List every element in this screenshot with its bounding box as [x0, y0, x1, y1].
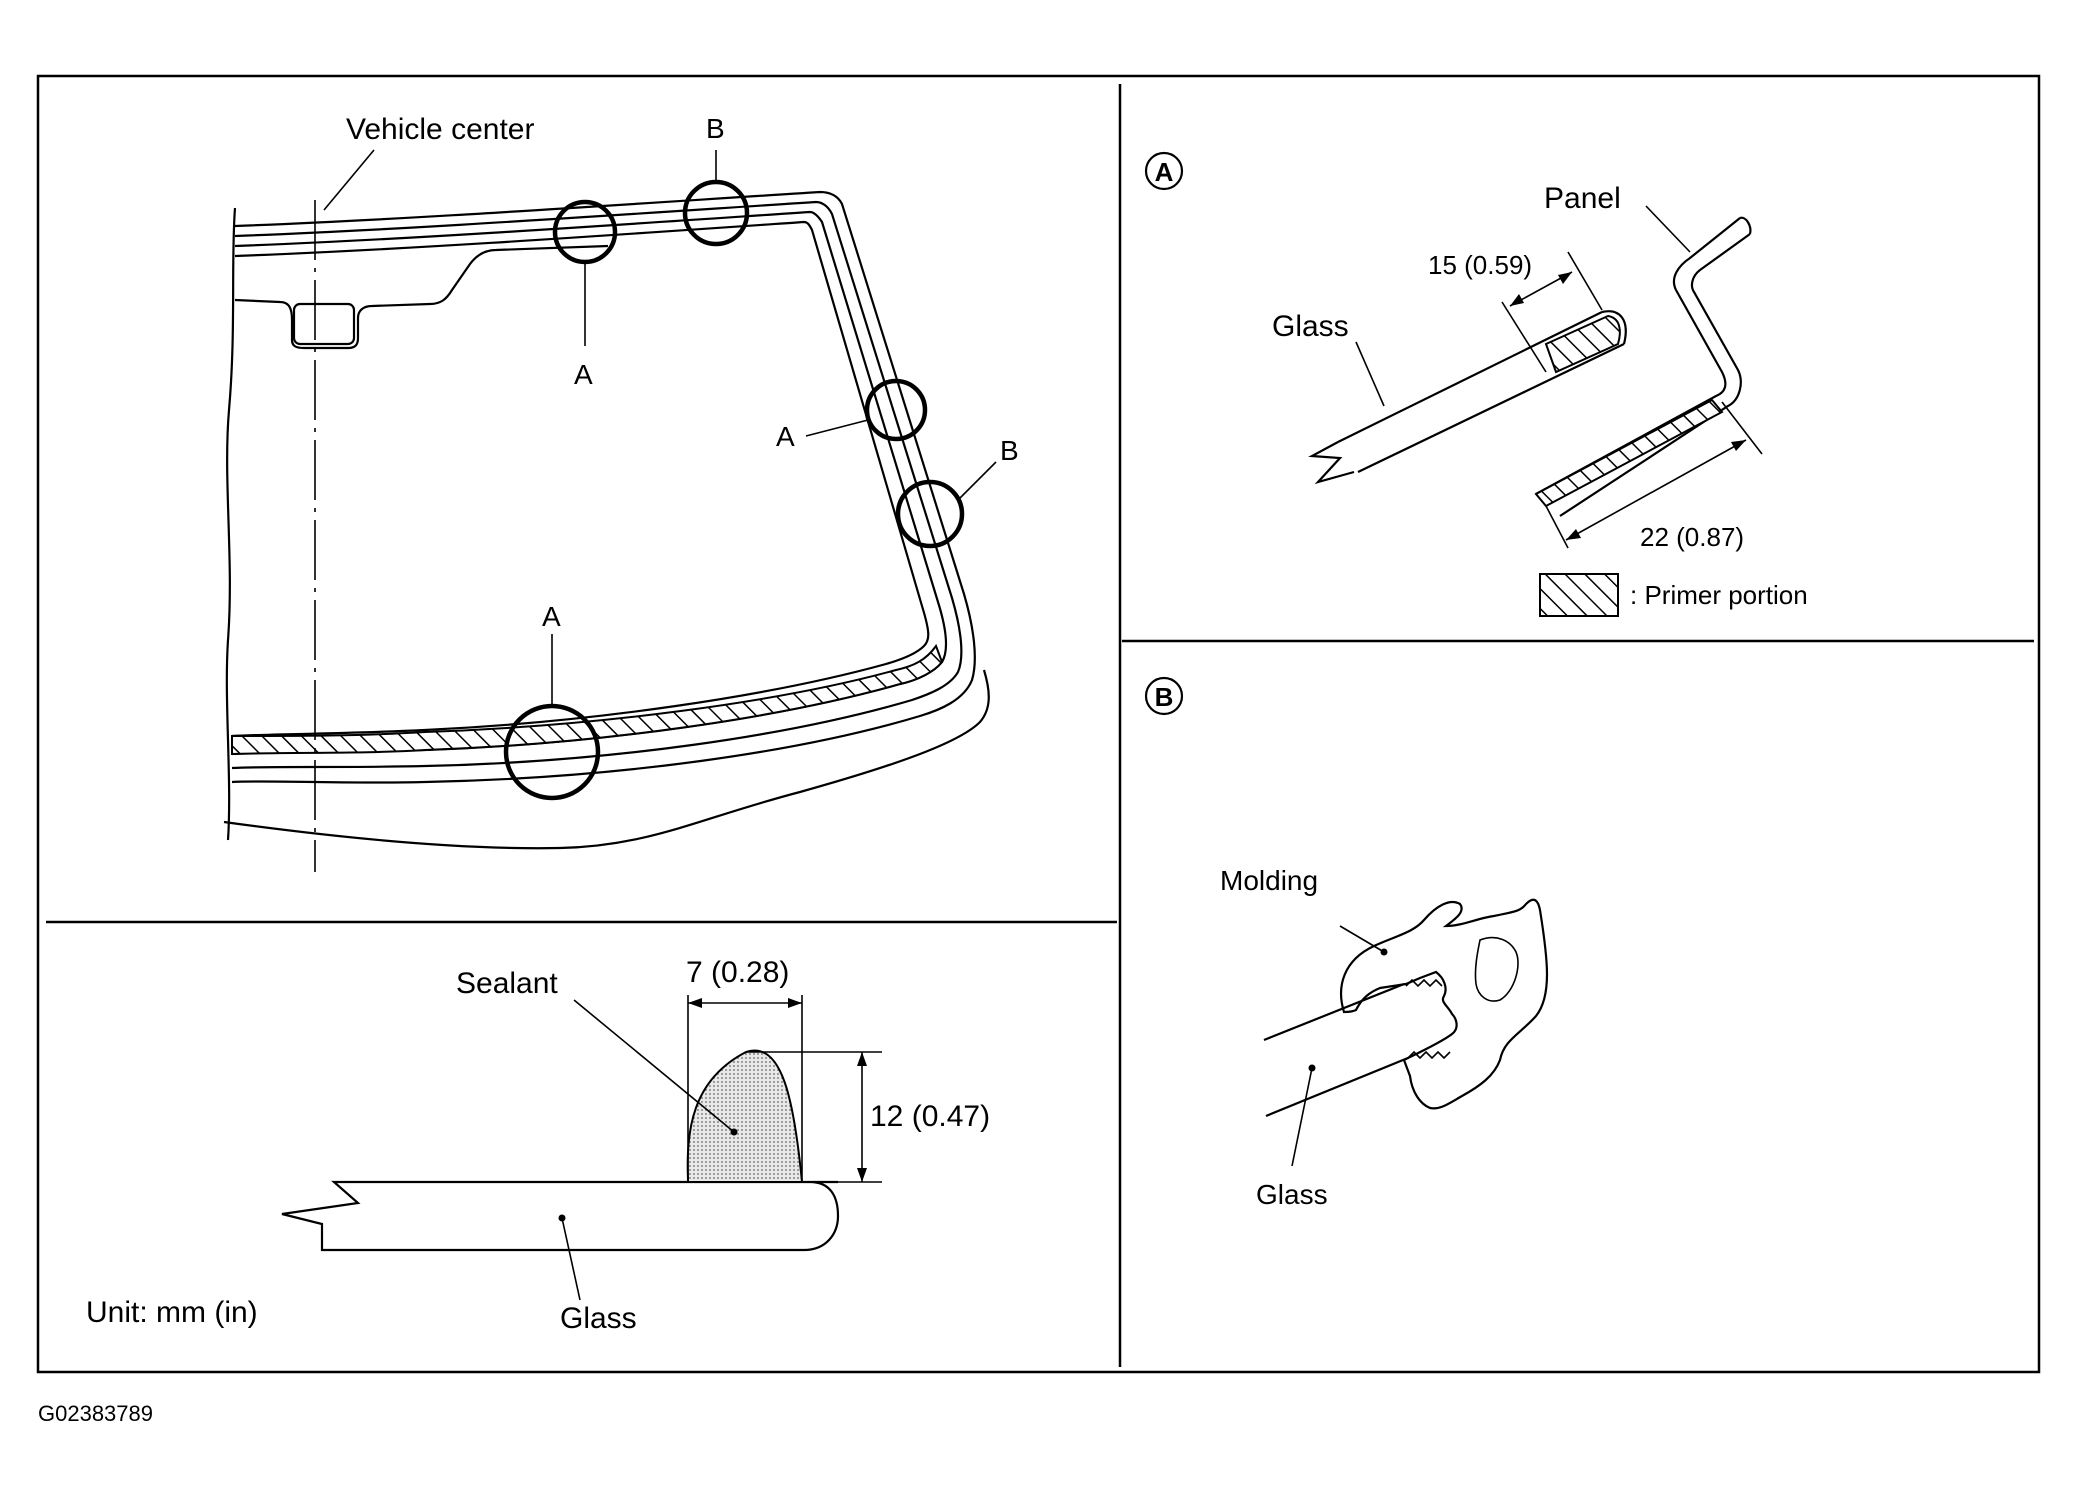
- sealant-section: [281, 995, 882, 1301]
- windshield-outline: [223, 190, 990, 872]
- detail-b-ring-top: [682, 179, 750, 247]
- sealant-glass-label: Glass: [560, 1302, 637, 1335]
- sealant-bead: [686, 1049, 804, 1183]
- detail-a-badge: [1144, 151, 1184, 191]
- outer-frame: [36, 74, 2041, 1374]
- glass-primer-dimension: 15 (0.59): [1428, 250, 1532, 280]
- molding-label: Molding: [1220, 865, 1318, 896]
- sealant-height-dimension: 12 (0.47): [870, 1100, 990, 1133]
- vehicle-center-leader: [323, 149, 375, 211]
- detail-b-leader-side: [957, 461, 997, 501]
- detail-a-leader-side: [805, 419, 869, 437]
- detail-b-marker-top: B: [706, 113, 725, 144]
- detail-a-marker-bottom: A: [542, 601, 561, 632]
- detail-b-marker-side: B: [1000, 435, 1019, 466]
- detail-b-section: [1263, 898, 1549, 1167]
- detail-a-marker-top: A: [574, 359, 593, 390]
- panel-primer-dimension: 22 (0.87): [1640, 522, 1744, 552]
- primer-legend-swatch: [1539, 573, 1619, 617]
- detail-a-ring-side: [864, 378, 928, 442]
- detail-a-glass-label: Glass: [1272, 310, 1349, 343]
- detail-b-badge: [1144, 676, 1184, 716]
- panel-label: Panel: [1544, 182, 1621, 215]
- detail-a-ring-top: [552, 199, 618, 265]
- detail-a-badge-letter: A: [1155, 157, 1174, 187]
- sealant-label: Sealant: [456, 967, 558, 1000]
- detail-b-glass-label: Glass: [1256, 1179, 1328, 1210]
- figure-id: G02383789: [38, 1401, 153, 1426]
- primer-legend-text: : Primer portion: [1630, 580, 1808, 610]
- sealant-width-dimension: 7 (0.28): [686, 956, 789, 989]
- vehicle-center-label: Vehicle center: [346, 113, 534, 146]
- detail-a-marker-side: A: [776, 421, 795, 452]
- detail-b-badge-letter: B: [1155, 682, 1174, 712]
- unit-label: Unit: mm (in): [86, 1296, 258, 1329]
- detail-b-ring-side: [895, 479, 965, 549]
- detail-a-section: [1308, 205, 1763, 617]
